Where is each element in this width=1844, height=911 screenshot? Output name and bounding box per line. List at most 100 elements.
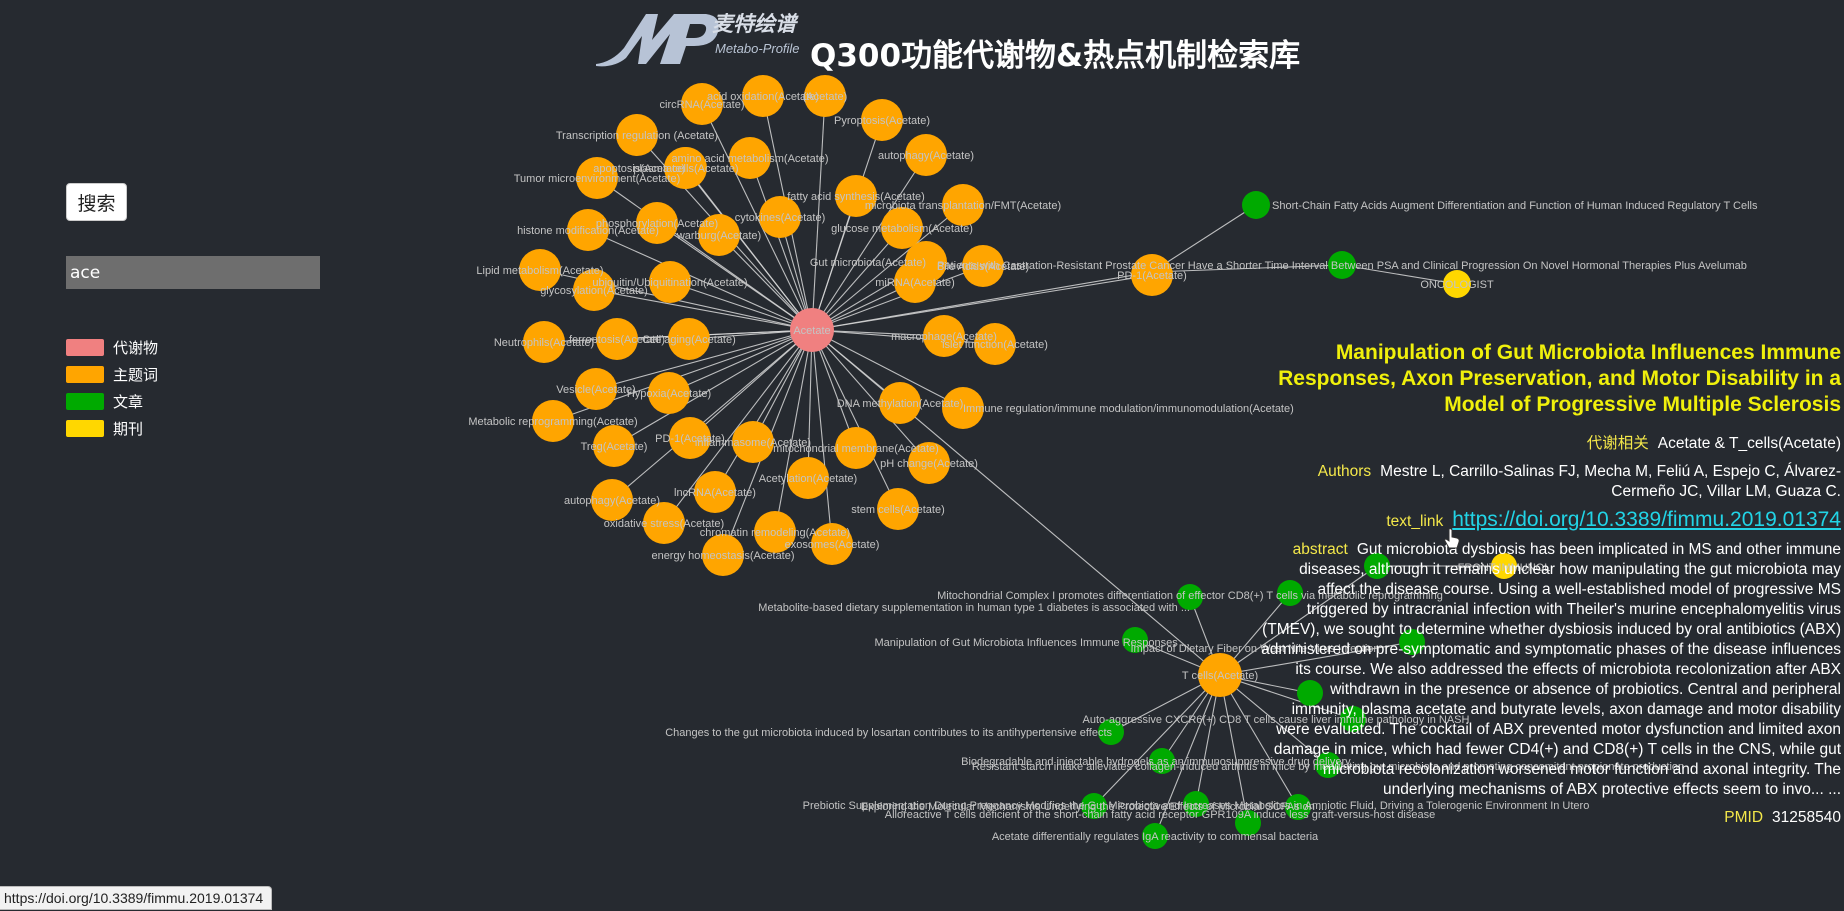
edge-topic bbox=[811, 271, 1153, 331]
topic-node[interactable] bbox=[532, 400, 574, 442]
article-node[interactable] bbox=[1328, 251, 1356, 279]
topic-node[interactable] bbox=[591, 479, 633, 521]
legend-item-journal[interactable]: 期刊 bbox=[66, 415, 158, 442]
search-input[interactable] bbox=[66, 256, 320, 289]
article-node[interactable] bbox=[1364, 553, 1390, 579]
topic-node-label: Transcription regulation (Acetate) bbox=[556, 130, 718, 142]
topic-node-label: Pyroptosis(Acetate) bbox=[834, 115, 930, 127]
topic-node[interactable] bbox=[567, 209, 609, 251]
topic-node-label: microbiota transplantation/FMT(Acetate) bbox=[865, 200, 1061, 212]
edge-topic bbox=[593, 289, 813, 331]
article-title-label: Auto-aggressive CXCR6(+) CD8 T cells cau… bbox=[1083, 714, 1470, 726]
topic-node[interactable] bbox=[702, 534, 744, 576]
topic-node[interactable] bbox=[962, 245, 1004, 287]
topic-node[interactable] bbox=[759, 196, 801, 238]
topic-node[interactable] bbox=[877, 488, 919, 530]
topic-node[interactable] bbox=[649, 261, 691, 303]
topic-node-label: autophagy(Acetate) bbox=[878, 150, 974, 162]
topic-node[interactable] bbox=[942, 387, 984, 429]
topic-node[interactable] bbox=[648, 372, 690, 414]
topic-node-label: (Acetate) bbox=[803, 91, 848, 103]
edge-article bbox=[1219, 674, 1249, 824]
topic-node[interactable] bbox=[519, 249, 561, 291]
authors-label: Authors bbox=[1317, 463, 1372, 480]
metabolite-node[interactable] bbox=[790, 308, 834, 352]
topic-node[interactable] bbox=[668, 318, 710, 360]
topic-node[interactable] bbox=[811, 523, 853, 565]
article-node[interactable] bbox=[1285, 794, 1311, 820]
topic-node[interactable] bbox=[664, 147, 706, 189]
edge-topic bbox=[811, 329, 964, 409]
topic-node[interactable] bbox=[881, 207, 923, 249]
topic-node[interactable] bbox=[742, 75, 784, 117]
edge-topic bbox=[749, 157, 813, 331]
topic-node[interactable] bbox=[596, 318, 638, 360]
topic-node[interactable] bbox=[1198, 653, 1242, 697]
topic-node[interactable] bbox=[593, 425, 635, 467]
topic-node[interactable] bbox=[1131, 254, 1173, 296]
edge-topic bbox=[669, 281, 813, 331]
topic-node[interactable] bbox=[573, 269, 615, 311]
legend-item-topic[interactable]: 主题词 bbox=[66, 361, 158, 388]
edge-topic bbox=[811, 154, 927, 331]
topic-node[interactable] bbox=[523, 321, 565, 363]
topic-node[interactable] bbox=[669, 417, 711, 459]
topic-node-label: miRNA(Acetate) bbox=[875, 277, 954, 289]
topic-node-label: warburg(Acetate) bbox=[676, 230, 761, 242]
topic-node[interactable] bbox=[787, 457, 829, 499]
article-node[interactable] bbox=[1122, 627, 1148, 653]
topic-node[interactable] bbox=[942, 184, 984, 226]
topic-node[interactable] bbox=[616, 114, 658, 156]
topic-node[interactable] bbox=[698, 214, 740, 256]
topic-node[interactable] bbox=[681, 83, 723, 125]
topic-node-label: Gut microbiota(Acetate) bbox=[810, 257, 926, 269]
search-button[interactable]: 搜索 bbox=[66, 183, 127, 221]
topic-node[interactable] bbox=[732, 421, 774, 463]
article-node[interactable] bbox=[1142, 823, 1168, 849]
legend-item-metabolite[interactable]: 代谢物 bbox=[66, 334, 158, 361]
graph-nodes[interactable] bbox=[519, 75, 1517, 849]
article-node[interactable] bbox=[1242, 191, 1270, 219]
abstract-value: Gut microbiota dysbiosis has been implic… bbox=[1261, 541, 1841, 798]
topic-node[interactable] bbox=[923, 315, 965, 357]
topic-node-label: amino acid metabolism(Acetate) bbox=[671, 153, 828, 165]
article-node[interactable] bbox=[1183, 791, 1209, 817]
topic-node[interactable] bbox=[894, 261, 936, 303]
topic-node[interactable] bbox=[835, 175, 877, 217]
article-node[interactable] bbox=[1149, 748, 1175, 774]
topic-node[interactable] bbox=[694, 471, 736, 513]
topic-node[interactable] bbox=[643, 502, 685, 544]
topic-node-label: Metabolic reprogramming(Acetate) bbox=[468, 416, 637, 428]
journal-node[interactable] bbox=[1491, 553, 1517, 579]
topic-node[interactable] bbox=[804, 75, 846, 117]
doi-link[interactable]: https://doi.org/10.3389/fimmu.2019.01374 bbox=[1452, 508, 1841, 531]
topic-node[interactable] bbox=[974, 323, 1016, 365]
legend-item-article[interactable]: 文章 bbox=[66, 388, 158, 415]
article-node[interactable] bbox=[1177, 584, 1203, 610]
topic-node[interactable] bbox=[835, 427, 877, 469]
topic-node[interactable] bbox=[729, 137, 771, 179]
topic-node[interactable] bbox=[905, 134, 947, 176]
topic-node[interactable] bbox=[575, 368, 617, 410]
topic-node[interactable] bbox=[636, 202, 678, 244]
topic-node[interactable] bbox=[908, 442, 950, 484]
topic-node[interactable] bbox=[576, 157, 618, 199]
article-node[interactable] bbox=[1399, 629, 1425, 655]
topic-node-label: Acetylation(Acetate) bbox=[759, 473, 857, 485]
edge-topic bbox=[774, 329, 813, 533]
topic-node-label: Neutrophils(Acetate) bbox=[494, 337, 594, 349]
logo-text-cn: 麦特绘谱 bbox=[712, 12, 796, 36]
journal-node[interactable] bbox=[1443, 270, 1471, 298]
article-node[interactable] bbox=[1297, 680, 1323, 706]
article-node[interactable] bbox=[1235, 810, 1261, 836]
topic-node-label: DNA methylation(Acetate) bbox=[837, 398, 964, 410]
article-node[interactable] bbox=[1315, 752, 1341, 778]
article-node[interactable] bbox=[1081, 793, 1107, 819]
article-node[interactable] bbox=[1098, 719, 1124, 745]
topic-node[interactable] bbox=[754, 511, 796, 553]
topic-node[interactable] bbox=[879, 382, 921, 424]
article-node[interactable] bbox=[1277, 580, 1303, 606]
topic-node[interactable] bbox=[861, 99, 903, 141]
article-node[interactable] bbox=[1340, 706, 1366, 732]
